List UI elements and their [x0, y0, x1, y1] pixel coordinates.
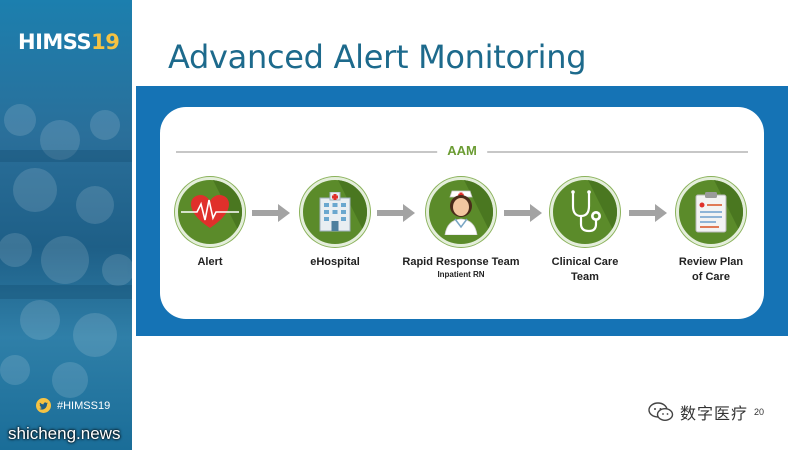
step-clinical-care-label-line2: Team [571, 271, 599, 283]
step-review-plan-label-line1: Review Plan [678, 256, 744, 268]
step-review-plan-label-line2: of Care [692, 271, 730, 283]
wechat-watermark: 数字医疗 20 [648, 400, 764, 424]
arrow-right-icon [504, 204, 542, 222]
step-alert-label: Alert [197, 256, 223, 268]
step-clinical-care-team: Clinical Care Team [520, 177, 650, 285]
step-review-plan-circle [676, 177, 746, 247]
step-rapid-response-team: Rapid Response Team Inpatient RN [396, 177, 526, 280]
twitter-handle-text: #HIMSS19 [57, 399, 111, 412]
wechat-account-name: 数字医疗 [680, 406, 749, 423]
step-ehospital-circle [300, 177, 370, 247]
step-alert-circle [175, 177, 245, 247]
step-review-plan-of-care: Review Plan of Care [646, 177, 776, 285]
section-tag-aam: AAM [437, 143, 487, 158]
arrow-right-icon [252, 204, 290, 222]
step-rapid-response-circle [426, 177, 496, 247]
step-ehospital-label: eHospital [310, 256, 360, 268]
slide-title: Advanced Alert Monitoring [168, 38, 587, 76]
step-rapid-response-label: Rapid Response Team [402, 256, 520, 268]
himss19-logo: HIMSS19 [18, 30, 120, 54]
step-rapid-response-sublabel: Inpatient RN [437, 270, 485, 279]
step-clinical-care-label-line1: Clinical Care [551, 256, 619, 268]
event-banner: HIMSS19 #HIMSS19 shicheng.news [0, 0, 132, 450]
workflow-card: AAM Alert [160, 107, 764, 319]
twitter-bird-icon [36, 398, 51, 413]
logo-text: HIMSS [18, 30, 92, 54]
clipboard-icon [695, 192, 727, 233]
wechat-icon [648, 402, 674, 422]
site-watermark: shicheng.news [8, 424, 121, 443]
step-clinical-care-label: Clinical Care Team [520, 255, 650, 285]
logo-year: 19 [91, 30, 120, 54]
stethoscope-icon [571, 190, 601, 233]
crowd-photo-background [0, 104, 132, 398]
arrow-right-icon [377, 204, 415, 222]
arrow-right-icon [629, 204, 667, 222]
step-ehospital: eHospital [270, 177, 400, 270]
twitter-handle: #HIMSS19 [36, 398, 110, 413]
nurse-icon [444, 190, 478, 235]
step-review-plan-label: Review Plan of Care [646, 255, 776, 285]
step-alert: Alert [145, 177, 275, 270]
step-clinical-care-circle [550, 177, 620, 247]
wechat-account-suffix: 20 [754, 407, 765, 417]
heart-pulse-icon [181, 195, 239, 228]
hospital-building-icon [319, 192, 351, 232]
